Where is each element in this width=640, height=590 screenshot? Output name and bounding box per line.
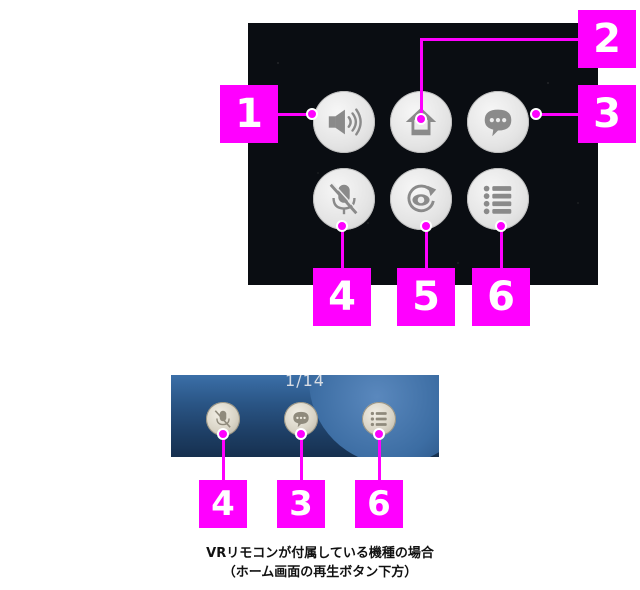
- chat-button[interactable]: [467, 91, 529, 153]
- callout-badge-4: 4: [313, 268, 371, 326]
- callout-line-1: [278, 113, 313, 116]
- callout-badge-1: 1: [220, 85, 278, 143]
- chat-bubble-icon: [293, 411, 309, 428]
- recenter-eye-icon: [407, 184, 437, 213]
- callout-badge-bottom-6: 6: [355, 480, 403, 528]
- callout-line-2-vertical: [420, 38, 423, 120]
- vr-menu-panel: [248, 23, 598, 285]
- callout-badge-bottom-4: 4: [199, 480, 247, 528]
- mic-mute-icon: [214, 410, 231, 428]
- mic-mute-button[interactable]: [313, 168, 375, 230]
- callout-badge-5: 5: [397, 268, 455, 326]
- callout-dot-5: [420, 220, 432, 232]
- list-menu-icon: [370, 411, 387, 427]
- caption-line-1: VRリモコンが付属している機種の場合: [206, 546, 434, 561]
- callout-line-4: [341, 225, 344, 270]
- callout-dot-4: [336, 220, 348, 232]
- speaker-button[interactable]: [313, 91, 375, 153]
- callout-badge-3: 3: [578, 85, 636, 143]
- callout-dot-2: [415, 113, 427, 125]
- list-menu-icon: [483, 185, 512, 215]
- speaker-icon: [328, 108, 362, 136]
- callout-badge-2: 2: [578, 10, 636, 68]
- chat-bubble-icon: [484, 109, 512, 137]
- caption-line-2: （ホーム画面の再生ボタン下方）: [222, 565, 418, 580]
- home-screen-strip: 1/14: [171, 375, 439, 457]
- callout-line-bottom-6: [378, 436, 381, 481]
- callout-dot-bottom-4: [217, 428, 229, 440]
- callout-line-2: [420, 38, 580, 41]
- callout-dot-6: [495, 220, 507, 232]
- callout-dot-bottom-6: [373, 428, 385, 440]
- list-button[interactable]: [467, 168, 529, 230]
- callout-badge-bottom-3: 3: [277, 480, 325, 528]
- recenter-button[interactable]: [390, 168, 452, 230]
- callout-line-bottom-3: [300, 436, 303, 481]
- page-counter: 1/14: [285, 375, 325, 390]
- callout-dot-3: [530, 108, 542, 120]
- callout-badge-6: 6: [472, 268, 530, 326]
- callout-line-bottom-4: [222, 436, 225, 481]
- callout-line-6: [500, 225, 503, 270]
- callout-dot-bottom-3: [295, 428, 307, 440]
- mic-mute-icon: [329, 182, 359, 215]
- callout-line-5: [425, 225, 428, 270]
- callout-line-3: [540, 113, 580, 116]
- callout-dot-1: [306, 108, 318, 120]
